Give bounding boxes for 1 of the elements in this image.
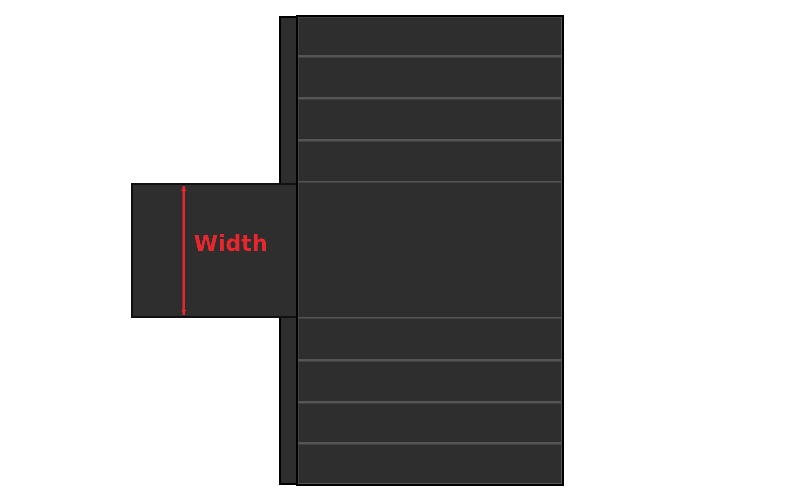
dimension-label: Width xyxy=(194,231,268,259)
